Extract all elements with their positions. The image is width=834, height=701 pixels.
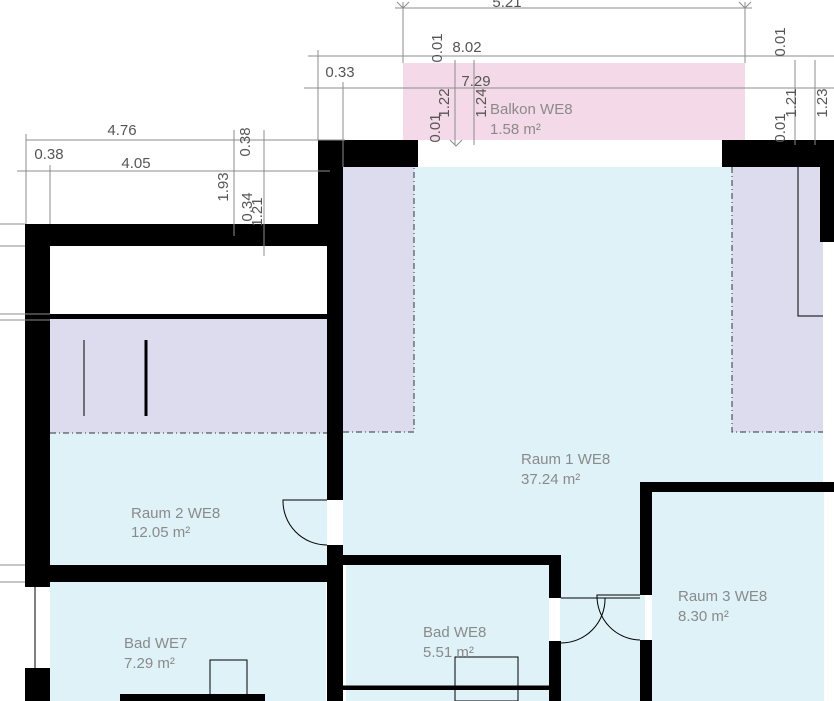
dim-8-02: 8.02 bbox=[452, 39, 481, 56]
room-area-bad-we8: 5.51 m² bbox=[423, 644, 474, 661]
room-3-area bbox=[652, 492, 824, 701]
door-bad-we8 bbox=[560, 597, 606, 644]
zone-right-room-1 bbox=[732, 167, 823, 432]
room-name-bad-we8: Bad WE8 bbox=[423, 624, 486, 641]
dim-1-21: 1.21 bbox=[783, 88, 800, 117]
dim-1-23: 1.23 bbox=[814, 88, 831, 117]
dim-0-01-right-mid: 0.01 bbox=[772, 113, 789, 142]
dimension-labels: 5.21 8.02 0.01 0.01 0.33 7.29 1.22 1.24 … bbox=[34, 0, 831, 227]
room-1-lower-area bbox=[560, 555, 645, 701]
door-room-3 bbox=[596, 594, 641, 641]
dim-0-01-right-top: 0.01 bbox=[772, 27, 789, 56]
doors bbox=[282, 499, 641, 644]
door-room-2 bbox=[282, 499, 328, 546]
room-name-raum-2: Raum 2 WE8 bbox=[131, 505, 220, 522]
bad-we7-area bbox=[50, 582, 326, 701]
balcony-area bbox=[403, 63, 745, 140]
dim-0-38-left: 0.38 bbox=[34, 146, 63, 163]
room-name-raum-1: Raum 1 WE8 bbox=[521, 451, 610, 468]
room-area-bad-we7: 7.29 m² bbox=[124, 655, 175, 672]
room-area-raum-3: 8.30 m² bbox=[678, 608, 729, 625]
room-name-bad-we7: Bad WE7 bbox=[124, 635, 187, 652]
dim-4-05: 4.05 bbox=[121, 155, 150, 172]
room-name-raum-3: Raum 3 WE8 bbox=[678, 588, 767, 605]
dim-1-21-left: 1.21 bbox=[249, 197, 266, 226]
bad-we8-area bbox=[346, 565, 549, 701]
room-labels: Balkon WE8 1.58 m² Raum 1 WE8 37.24 m² R… bbox=[124, 101, 767, 672]
room-area-balkon: 1.58 m² bbox=[490, 121, 541, 138]
room-2-area bbox=[50, 433, 327, 568]
dim-0-33: 0.33 bbox=[325, 64, 354, 81]
walls bbox=[25, 140, 834, 701]
dim-4-76: 4.76 bbox=[107, 122, 136, 139]
fixtures bbox=[34, 167, 823, 701]
room-area-raum-1: 37.24 m² bbox=[521, 471, 580, 488]
room-fills bbox=[50, 63, 824, 701]
dim-0-34: 0.34 bbox=[239, 192, 256, 221]
dim-0-38-vertical: 0.38 bbox=[237, 127, 254, 156]
zone-room-2-top bbox=[50, 318, 327, 433]
zone-left-room-1 bbox=[343, 167, 414, 432]
dimension-lines bbox=[0, 1, 834, 583]
dim-1-24: 1.24 bbox=[473, 88, 490, 117]
dim-7-29: 7.29 bbox=[461, 73, 490, 90]
dim-1-93: 1.93 bbox=[215, 172, 232, 201]
dim-0-01-top: 0.01 bbox=[429, 33, 446, 62]
room-area-raum-2: 12.05 m² bbox=[131, 524, 190, 541]
dim-5-21: 5.21 bbox=[492, 0, 521, 11]
dim-0-01-mid: 0.01 bbox=[427, 113, 444, 142]
dim-1-22: 1.22 bbox=[436, 88, 453, 117]
room-name-balkon: Balkon WE8 bbox=[490, 101, 573, 118]
zone-borders bbox=[50, 167, 823, 434]
